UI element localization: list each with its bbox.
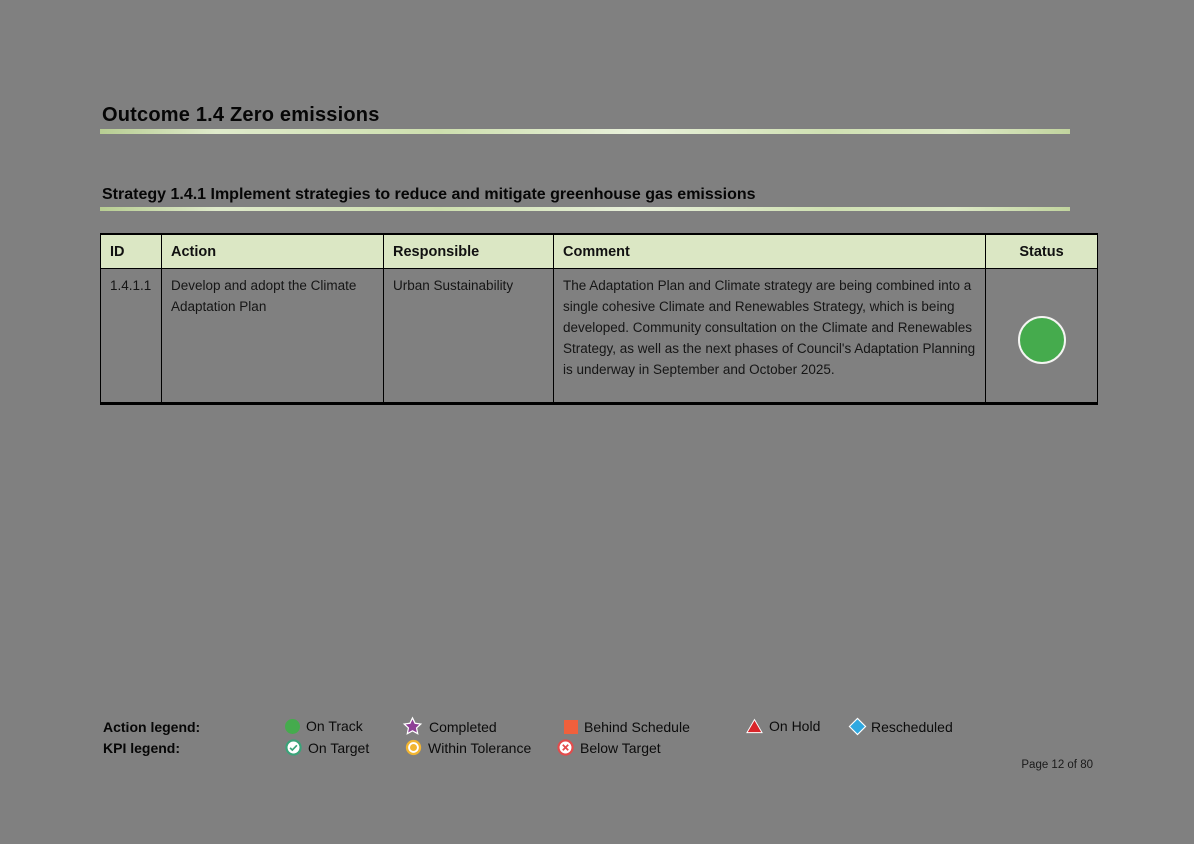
cell-action: Develop and adopt the Climate Adaptation… <box>162 269 384 402</box>
legend-completed-label: Completed <box>429 718 497 735</box>
check-circle-icon <box>285 739 302 756</box>
circle-icon <box>285 718 300 734</box>
star-icon <box>402 716 423 735</box>
legend-on-hold: On Hold <box>746 718 820 734</box>
table-row: 1.4.1.1 Develop and adopt the Climate Ad… <box>101 269 1097 402</box>
cell-responsible: Urban Sustainability <box>384 269 554 402</box>
header-comment: Comment <box>554 235 986 268</box>
header-action: Action <box>162 235 384 268</box>
legend-below-target: Below Target <box>557 739 661 756</box>
action-legend-label: Action legend: <box>103 719 201 735</box>
x-circle-icon <box>557 739 574 756</box>
legend-on-hold-label: On Hold <box>769 718 821 734</box>
header-id: ID <box>101 235 162 268</box>
triangle-icon <box>746 718 763 734</box>
legend-completed: Completed <box>402 716 497 737</box>
header-responsible: Responsible <box>384 235 554 268</box>
actions-table: ID Action Responsible Comment Status 1.4… <box>100 233 1098 405</box>
legend-on-target: On Target <box>285 739 369 756</box>
heading-divider <box>100 129 1070 134</box>
status-on-track-icon <box>1017 316 1066 364</box>
legend-below-target-label: Below Target <box>580 739 661 756</box>
legend-behind-schedule: Behind Schedule <box>564 719 690 735</box>
legend-within-tolerance-label: Within Tolerance <box>428 739 532 756</box>
kpi-legend-label: KPI legend: <box>103 740 181 756</box>
cell-comment: The Adaptation Plan and Climate strategy… <box>554 269 986 402</box>
cell-status <box>986 269 1097 402</box>
page-number: Page 12 of 80 <box>1021 759 1093 771</box>
diamond-icon <box>848 717 867 736</box>
header-status: Status <box>1019 243 1064 260</box>
square-icon <box>564 720 578 734</box>
legend-behind-schedule-label: Behind Schedule <box>584 719 690 735</box>
legend-on-track-label: On Track <box>306 718 363 734</box>
bullseye-circle-icon <box>405 739 422 756</box>
legend-rescheduled: Rescheduled <box>848 717 953 736</box>
cell-id: 1.4.1.1 <box>101 269 162 402</box>
outcome-heading: Outcome 1.4 Zero emissions <box>102 104 380 126</box>
legend-on-track: On Track <box>285 718 363 734</box>
legend-rescheduled-label: Rescheduled <box>871 718 953 735</box>
legend-within-tolerance: Within Tolerance <box>405 739 531 756</box>
strategy-divider <box>100 207 1070 211</box>
legend-on-target-label: On Target <box>308 739 370 756</box>
strategy-heading: Strategy 1.4.1 Implement strategies to r… <box>102 186 756 203</box>
table-header-row: ID Action Responsible Comment Status <box>101 235 1097 269</box>
